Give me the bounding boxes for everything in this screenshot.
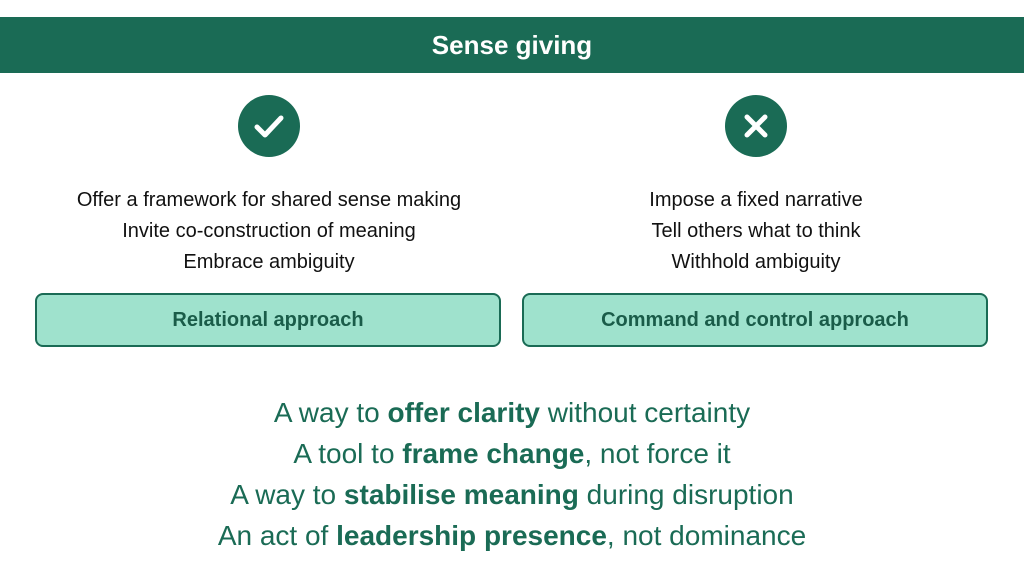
summary-emphasis: offer clarity [387, 397, 541, 428]
relational-points: Offer a framework for shared sense makin… [77, 185, 461, 278]
command-point: Impose a fixed narrative [649, 189, 863, 211]
slide-title-bar: Sense giving [0, 17, 1024, 73]
command-points: Impose a fixed narrative Tell others wha… [649, 185, 862, 278]
summary-line: A tool to frame change, not force it [0, 433, 1024, 474]
summary-text: A way to [273, 397, 388, 428]
relational-column: Offer a framework for shared sense makin… [34, 95, 504, 278]
summary-text: A tool to [293, 438, 403, 469]
summary-emphasis: stabilise meaning [343, 479, 579, 510]
command-point: Withhold ambiguity [671, 251, 841, 273]
summary-line: A way to offer clarity without certainty [0, 392, 1024, 433]
summary-text: without certainty [540, 397, 751, 428]
command-approach-label: Command and control approach [601, 308, 909, 331]
relational-point: Offer a framework for shared sense makin… [76, 189, 462, 211]
summary-text: during disruption [578, 479, 794, 510]
relational-point: Embrace ambiguity [183, 251, 355, 273]
relational-point: Invite co-construction of meaning [122, 220, 416, 242]
summary-line: An act of leadership presence, not domin… [0, 515, 1024, 556]
summary-text: , not force it [584, 438, 731, 469]
summary-text: A way to [230, 479, 344, 510]
command-column: Impose a fixed narrative Tell others wha… [521, 95, 991, 278]
summary-emphasis: leadership presence [336, 520, 607, 551]
summary-text: , not dominance [606, 520, 807, 551]
relational-approach-label: Relational approach [172, 308, 364, 331]
summary-line: A way to stabilise meaning during disrup… [0, 474, 1024, 515]
cross-icon [725, 95, 787, 157]
relational-approach-box: Relational approach [35, 293, 501, 347]
summary-statements: A way to offer clarity without certainty… [0, 392, 1024, 556]
command-point: Tell others what to think [651, 220, 861, 242]
summary-text: An act of [217, 520, 337, 551]
summary-emphasis: frame change [402, 438, 585, 469]
check-icon [238, 95, 300, 157]
command-approach-box: Command and control approach [522, 293, 988, 347]
slide-title: Sense giving [431, 29, 593, 60]
